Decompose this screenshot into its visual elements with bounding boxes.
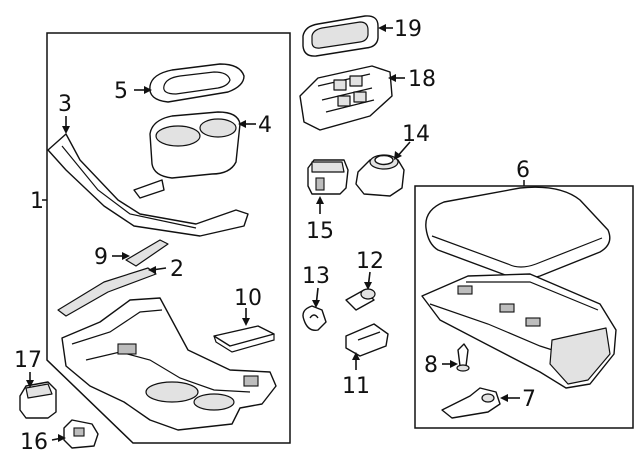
part-19-bezel	[302, 15, 379, 57]
callout-3: 3	[58, 92, 72, 117]
part-18-switch-panel	[299, 65, 393, 131]
callout-11: 11	[342, 374, 370, 399]
callout-13: 13	[302, 264, 330, 289]
callout-12: 12	[356, 249, 384, 274]
console-base	[61, 297, 277, 431]
callout-8: 8	[424, 353, 438, 378]
part-6-armrest-lid	[425, 186, 611, 280]
part-4-cupholder	[149, 111, 241, 179]
part-7-bracket	[441, 387, 501, 419]
part-14-knob	[355, 154, 405, 197]
callout-18: 18	[408, 67, 436, 92]
callout-15: 15	[306, 219, 334, 244]
callout-7: 7	[522, 387, 536, 412]
callout-2: 2	[170, 257, 184, 282]
part-5-gasket	[149, 63, 245, 103]
part-11-bracket	[345, 323, 389, 357]
callout-19: 19	[394, 17, 422, 42]
callout-1: 1	[30, 189, 44, 214]
part-15-switch	[307, 159, 349, 195]
part-17-switch	[19, 381, 57, 419]
part-13-clip	[302, 305, 327, 331]
callout-6: 6	[516, 158, 530, 183]
part-16-module	[63, 419, 99, 449]
part-3-trim	[47, 133, 249, 237]
callout-17: 17	[14, 348, 42, 373]
console-assembly-frame	[46, 32, 291, 444]
part-8-pin	[456, 343, 470, 372]
callout-5: 5	[114, 79, 128, 104]
part-9-strip	[125, 239, 169, 267]
callout-4: 4	[258, 113, 272, 138]
leaders	[26, 24, 520, 442]
callout-16: 16	[20, 430, 48, 455]
callout-10: 10	[234, 286, 262, 311]
armrest-base	[421, 273, 617, 389]
part-12-cylinder	[345, 288, 376, 311]
part-10-pad	[213, 325, 275, 353]
callout-9: 9	[94, 245, 108, 270]
callout-14: 14	[402, 122, 430, 147]
